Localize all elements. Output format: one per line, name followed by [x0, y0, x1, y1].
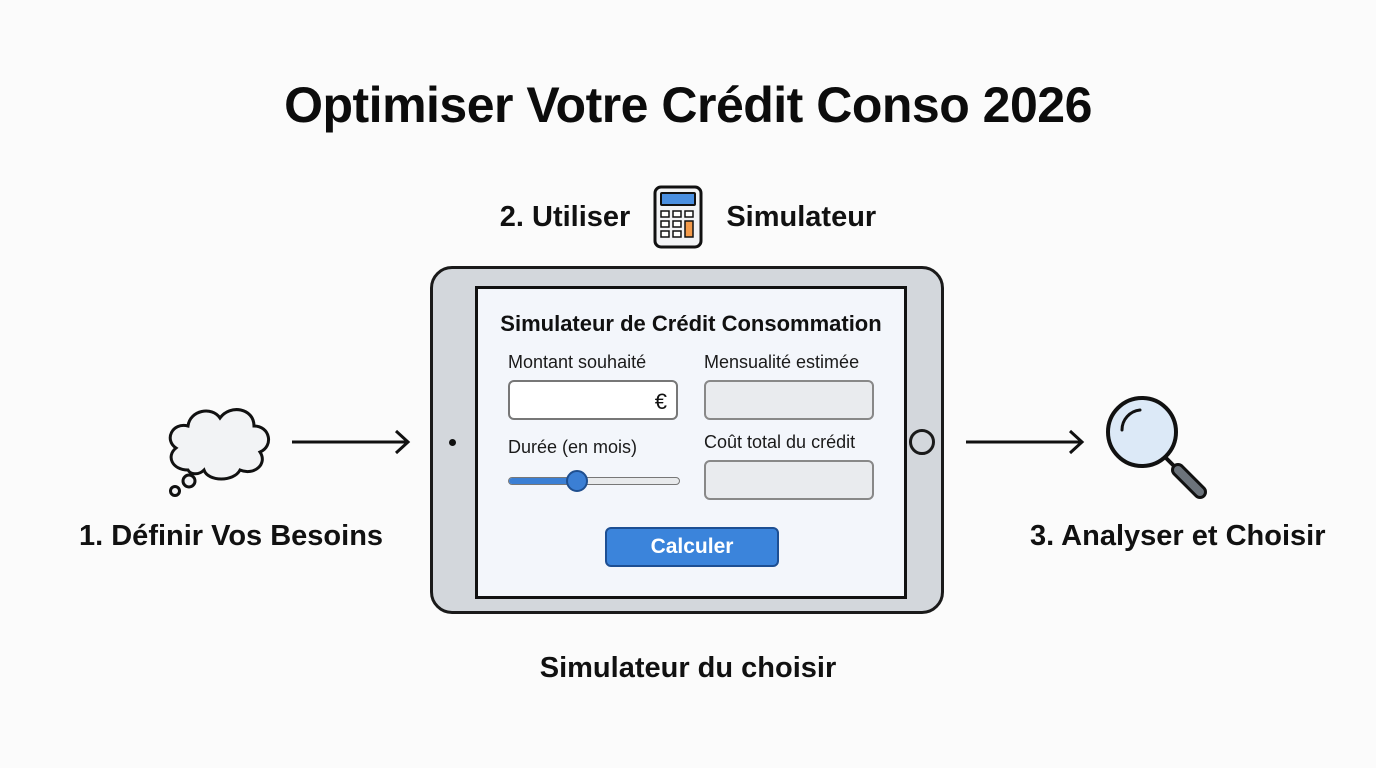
total-cost-label: Coût total du crédit — [704, 432, 856, 452]
magnifying-glass-icon — [1106, 396, 1207, 499]
duration-slider-fill — [509, 478, 577, 484]
calculator-icon — [653, 185, 703, 249]
calculate-button[interactable]: Calculer — [605, 527, 779, 567]
step-2-prefix: 2. Utiliser — [499, 200, 631, 233]
tablet-device: Simulateur de Crédit Consommation Montan… — [430, 266, 944, 614]
simulator-screen: Simulateur de Crédit Consommation Montan… — [475, 286, 907, 599]
arrow-right-icon — [292, 429, 411, 455]
page-title: Optimiser Votre Crédit Conso 2026 — [284, 77, 1092, 133]
monthly-payment-label: Mensualité estimée — [704, 352, 860, 372]
step-2-suffix: Simulateur — [726, 200, 877, 233]
step-1-label: 1. Définir Vos Besoins — [79, 520, 384, 552]
total-cost-field — [704, 460, 874, 500]
tablet-camera — [449, 439, 456, 446]
duration-slider-handle[interactable] — [565, 470, 588, 492]
arrow-right-icon — [966, 429, 1085, 455]
simulator-caption: Simulateur du choisir — [539, 652, 837, 684]
tablet-home-button — [909, 429, 935, 455]
duration-slider-track[interactable] — [508, 477, 680, 485]
amount-label: Montant souhaité — [508, 352, 647, 372]
thought-bubble-icon — [168, 408, 270, 497]
monthly-payment-field — [704, 380, 874, 420]
amount-input[interactable]: € — [508, 380, 678, 420]
step-2-heading: 2. Utiliser Simulateur — [0, 184, 1376, 250]
simulator-title: Simulateur de Crédit Consommation — [500, 311, 882, 336]
euro-icon: € — [654, 389, 667, 414]
step-3-label: 3. Analyser et Choisir — [1030, 520, 1326, 552]
duration-label: Durée (en mois) — [508, 437, 638, 457]
